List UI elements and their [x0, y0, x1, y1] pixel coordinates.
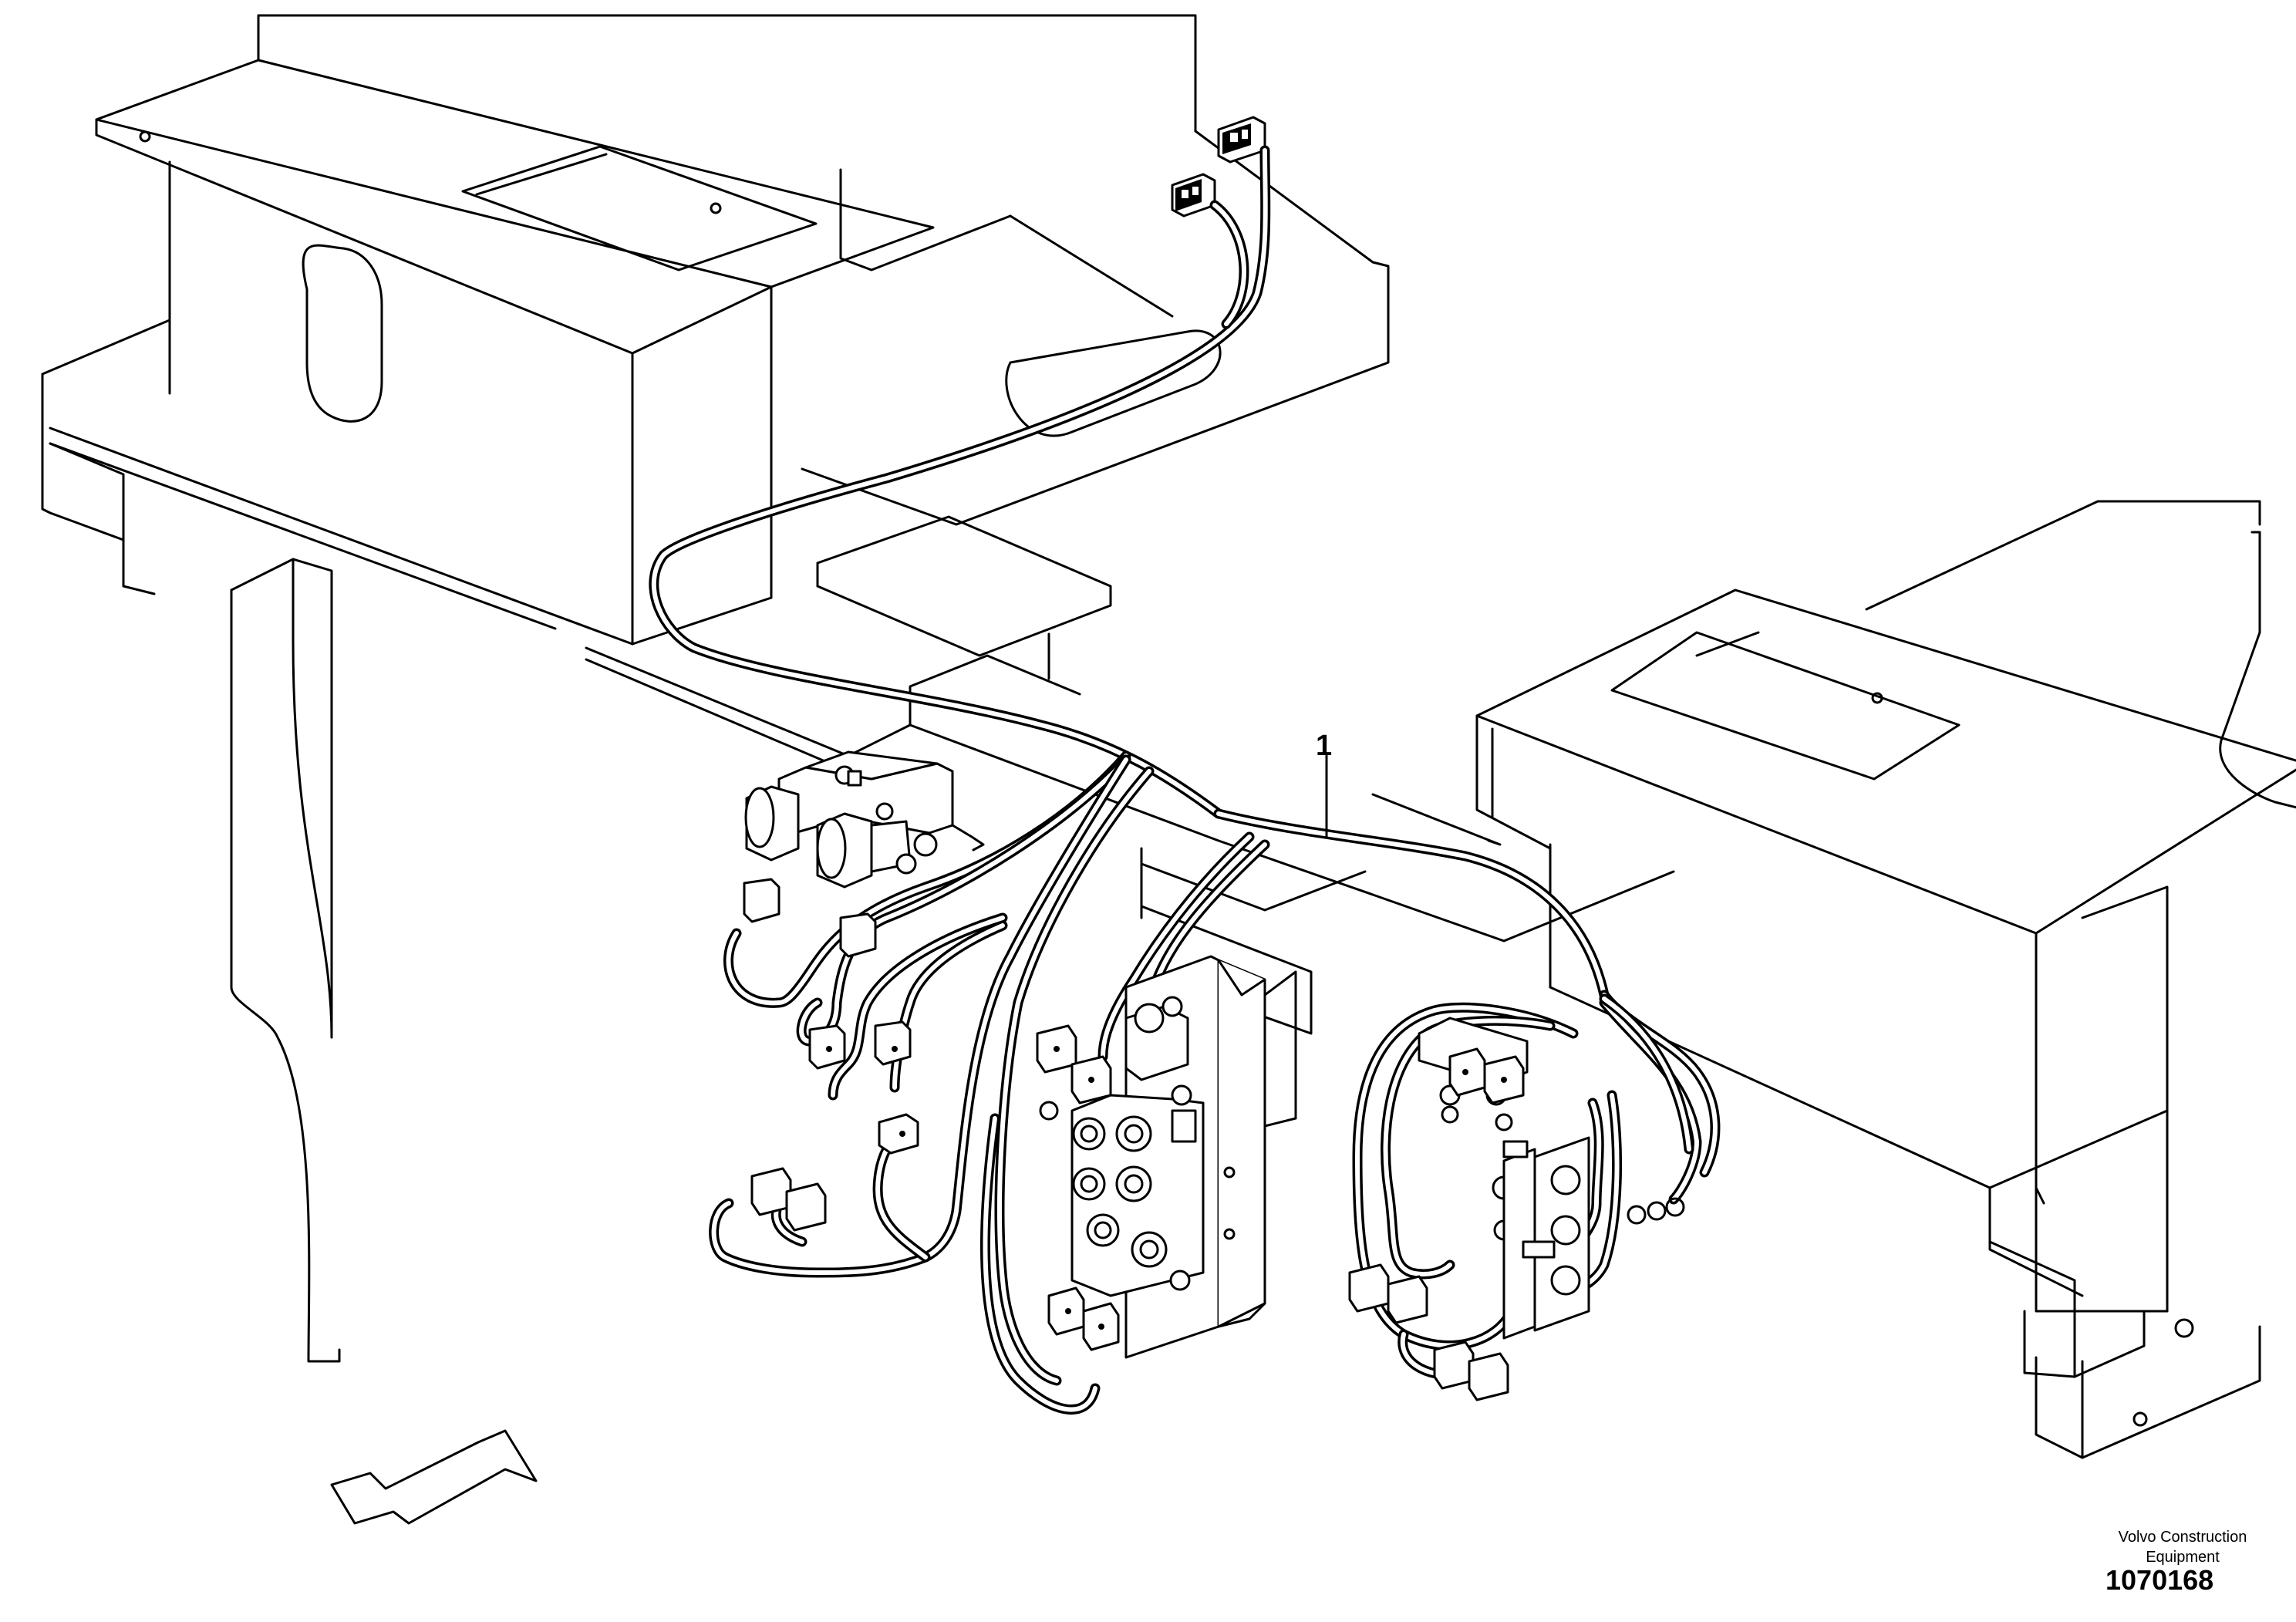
direction-arrow-icon	[330, 1429, 538, 1525]
drawing-number: 1070168	[2106, 1564, 2214, 1596]
brand-line-1: Volvo Construction	[2118, 1529, 2247, 1546]
frame-structure	[41, 14, 2296, 1459]
connector-icon	[743, 878, 919, 1232]
control-valve-icon	[1039, 955, 1297, 1359]
connector-icon	[1036, 1024, 1120, 1351]
solenoid-valve-icon	[744, 750, 985, 889]
brand-line-2: Equipment	[2146, 1549, 2220, 1566]
callout-number: 1	[1316, 730, 1333, 762]
connector-icon	[1171, 116, 1266, 218]
brand-label: Volvo Construction Equipment	[2067, 1527, 2296, 1567]
connector-icon	[1348, 1047, 1525, 1401]
